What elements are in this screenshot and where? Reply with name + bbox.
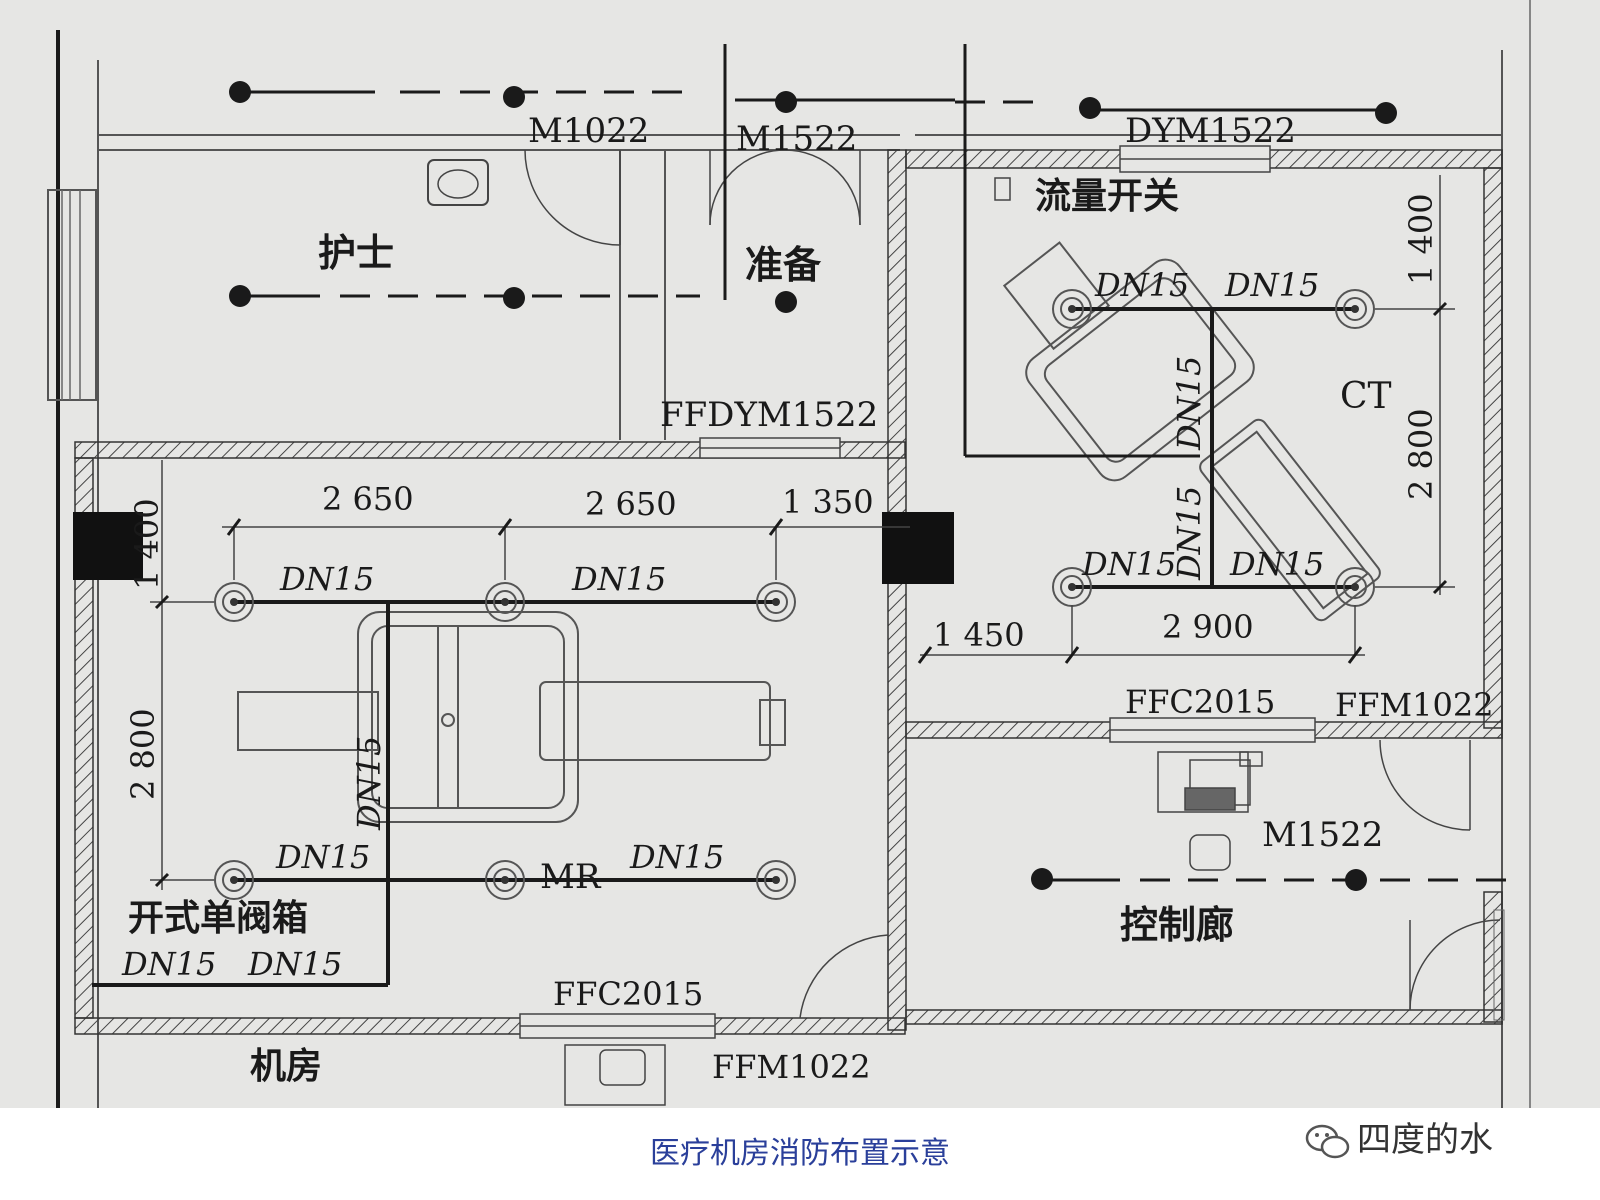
- door-swing-m1522: [709, 149, 786, 226]
- pipe-label-vertical: DN15: [1170, 486, 1208, 581]
- door-swing-ffm1022-right: [1379, 739, 1471, 831]
- pipe-label: DN15: [1229, 545, 1324, 583]
- door-label-m1522-top: M1522: [736, 119, 857, 159]
- floor-plan: 护士 准备 流量开关 开式单阀箱 机房 控制廊 CT MR M1022 M152…: [0, 0, 1600, 1108]
- room-label-nurse: 护士: [318, 231, 394, 275]
- wall-control-bottom: [905, 1009, 1503, 1025]
- window-label-ffc2015-bottom: FFC2015: [553, 975, 703, 1013]
- pipe-label: DN15: [121, 945, 216, 983]
- wall-middle: [887, 149, 907, 1031]
- chat-bubbles-icon: [1305, 1124, 1350, 1158]
- dim-left-top-b: 2 650: [585, 485, 677, 523]
- pipe-label-vertical: DN15: [350, 736, 388, 831]
- ct-pipes: [1072, 307, 1355, 589]
- valve-box-label: 开式单阀箱: [128, 898, 308, 939]
- dim-right-side-main: 2 800: [1402, 408, 1440, 500]
- room-label-prep: 准备: [745, 243, 822, 287]
- pipe-label: DN15: [247, 945, 342, 983]
- pipe-label: DN15: [1094, 266, 1189, 304]
- floor-plan-drawing: 护士 准备 流量开关 开式单阀箱 机房 控制廊 CT MR M1022 M152…: [47, 0, 1531, 1108]
- wall-mr-bottom: [74, 1017, 906, 1035]
- door-label-m1022: M1022: [528, 111, 649, 151]
- dim-right-side-top: 1 400: [1402, 193, 1440, 285]
- dim-left-top-c: 1 350: [782, 483, 874, 521]
- room-label-mr: MR: [540, 857, 602, 897]
- door-label-dym1522: DYM1522: [1125, 111, 1296, 151]
- pipe-label: DN15: [629, 838, 724, 876]
- door-swing-control: [1409, 919, 1501, 1011]
- pipe-label-vertical: DN15: [1170, 356, 1208, 451]
- window-left: [47, 189, 97, 401]
- watermark-text: 四度的水: [1357, 1120, 1493, 1160]
- dim-right-bottom-a: 1 450: [933, 616, 1025, 654]
- door-label-ffm1022-bottom: FFM1022: [712, 1048, 871, 1086]
- pipe-label: DN15: [1224, 266, 1319, 304]
- dim-right-bottom-b: 2 900: [1162, 608, 1254, 646]
- wall-ct-right: [1483, 167, 1503, 729]
- wall-mr-left: [74, 457, 94, 1019]
- door-label-ffm1022-right: FFM1022: [1335, 686, 1494, 724]
- machine-room-console: [564, 1044, 666, 1106]
- door-label-ffdym1522: FFDYM1522: [660, 395, 878, 435]
- mr-scanner: [237, 611, 786, 823]
- watermark: 四度的水: [1305, 1112, 1493, 1162]
- dim-left-top-a: 2 650: [322, 480, 414, 518]
- door-swing-ffm1022-bottom: [799, 934, 889, 1019]
- room-label-control: 控制廊: [1120, 903, 1234, 947]
- figure-caption: 医疗机房消防布置示意: [650, 1136, 950, 1171]
- dim-left-side-top: 1 400: [128, 498, 166, 590]
- dim-left-side-main: 2 800: [124, 708, 162, 800]
- pipe-label: DN15: [571, 560, 666, 598]
- column-left: [73, 512, 143, 580]
- window-label-ffc2015-right: FFC2015: [1125, 683, 1275, 721]
- pipe-label: DN15: [1081, 545, 1176, 583]
- door-swing-m1022: [524, 149, 621, 246]
- door-label-m1522-control: M1522: [1262, 815, 1383, 855]
- room-label-ct: CT: [1340, 376, 1392, 417]
- pipe-label: DN15: [275, 838, 370, 876]
- column-middle: [882, 512, 954, 584]
- room-label-machine: 机房: [250, 1046, 322, 1087]
- pipe-label: DN15: [279, 560, 374, 598]
- flow-switch-label: 流量开关: [1035, 176, 1179, 217]
- control-console: [1157, 751, 1263, 871]
- washbasin: [427, 159, 489, 206]
